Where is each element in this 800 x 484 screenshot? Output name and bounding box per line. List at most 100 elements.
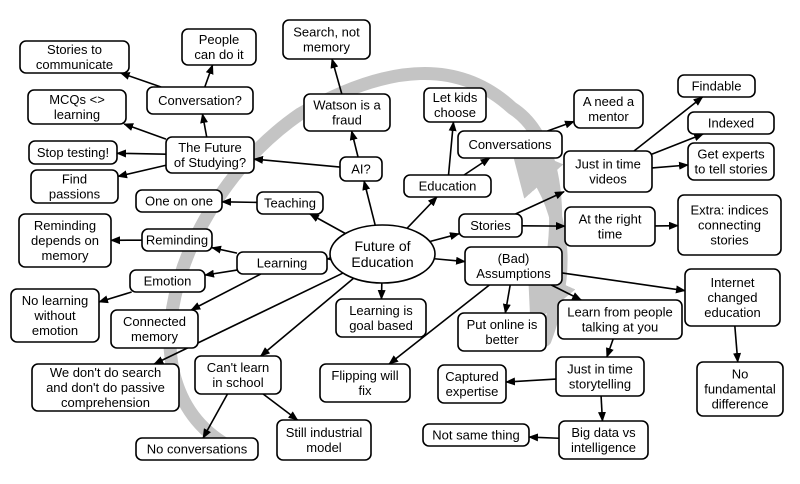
node-box: [181, 28, 257, 66]
node-box: [110, 309, 199, 349]
edge-conversation_q-to-people_can: [204, 64, 214, 88]
node-box: [165, 136, 255, 174]
node-label-line: without: [33, 308, 76, 323]
node-label-line: Captured: [445, 369, 498, 384]
node-box: [687, 111, 775, 135]
node-label-line: No conversations: [147, 442, 248, 457]
node-label-line: comprehension: [61, 395, 150, 410]
node-label-line: in school: [212, 375, 263, 390]
node-label-line: better: [485, 332, 519, 347]
node-label-line: talking at you: [582, 320, 659, 335]
node-label-line: learning: [54, 107, 100, 122]
node-box: [31, 363, 180, 412]
edge-cant_learn-to-still_industrial: [262, 393, 299, 421]
edge-learn_people-to-jit_storytelling: [606, 338, 614, 358]
node-label: Education: [419, 179, 477, 194]
node-box: [27, 89, 127, 125]
edge-teaching-to-one_on_one: [221, 197, 258, 206]
node-box: [135, 437, 259, 461]
edges-layer: [98, 58, 742, 442]
node-conversation-q: Conversation?: [146, 86, 254, 115]
node-findable: Findable: [677, 74, 756, 98]
node-label-line: education: [704, 305, 760, 320]
node-label-line: Assumptions: [476, 266, 551, 281]
edge-stories-to-jit_videos: [515, 190, 565, 215]
node-emotion: Emotion: [129, 269, 206, 293]
node-box: [335, 298, 427, 338]
edge-future-to-bad_assumptions: [434, 256, 466, 265]
node-label-line: Extra: indices: [690, 203, 769, 218]
node-label-line: No: [732, 367, 749, 382]
edge-bad_assumptions-to-internet: [561, 272, 686, 294]
node-label-line: Let kids: [433, 90, 478, 105]
node-no-conversations: No conversations: [135, 437, 259, 461]
node-label-line: One on one: [145, 194, 213, 209]
node-label-line: depends on: [31, 233, 99, 248]
node-box: [555, 356, 645, 397]
node-box: [146, 86, 254, 115]
node-label-line: No learning: [22, 293, 89, 308]
node-label: AI?: [351, 162, 371, 177]
node-label-line: emotion: [32, 323, 78, 338]
node-label-line: Can't learn: [207, 360, 269, 375]
node-label-line: Education: [419, 179, 477, 194]
node-label-line: and don't do passive: [46, 380, 165, 395]
node-box: [30, 169, 119, 204]
node-box: [141, 228, 213, 252]
node-label-line: Indexed: [708, 116, 754, 131]
node-teaching: Teaching: [256, 191, 324, 215]
edge-future-to-no_search: [153, 272, 344, 365]
edge-future_studying-to-find_passions: [117, 164, 167, 179]
edge-future-to-stories: [429, 232, 460, 243]
node-label-line: Not same thing: [432, 428, 519, 443]
node-box: [458, 213, 523, 238]
edge-jit_storytelling-to-big_data: [597, 395, 606, 422]
node-label-line: memory: [303, 40, 350, 55]
edge-future_studying-to-stop_testing: [116, 149, 167, 158]
node-label-line: MCQs <>: [49, 92, 105, 107]
node-label-line: Connected: [123, 314, 186, 329]
edge-bad_assumptions-to-put_online: [502, 284, 511, 314]
node-label-line: memory: [131, 329, 178, 344]
edge-future-to-ai: [362, 180, 377, 226]
node-box: [339, 156, 383, 182]
node-box: [677, 194, 782, 256]
node-stop-testing: Stop testing!: [28, 140, 118, 165]
node-box: [236, 251, 328, 275]
node-label: (Bad)Assumptions: [476, 251, 551, 281]
node-label: Not same thing: [432, 428, 519, 443]
node-label-line: Future of: [354, 238, 410, 254]
node-box: [684, 268, 781, 327]
node-label-line: AI?: [351, 162, 371, 177]
node-box: [276, 419, 372, 461]
node-box: [329, 224, 436, 284]
node-label: Indexed: [708, 116, 754, 131]
node-label: Findable: [692, 79, 742, 94]
node-label-line: Education: [351, 254, 413, 270]
node-label-line: expertise: [446, 384, 499, 399]
